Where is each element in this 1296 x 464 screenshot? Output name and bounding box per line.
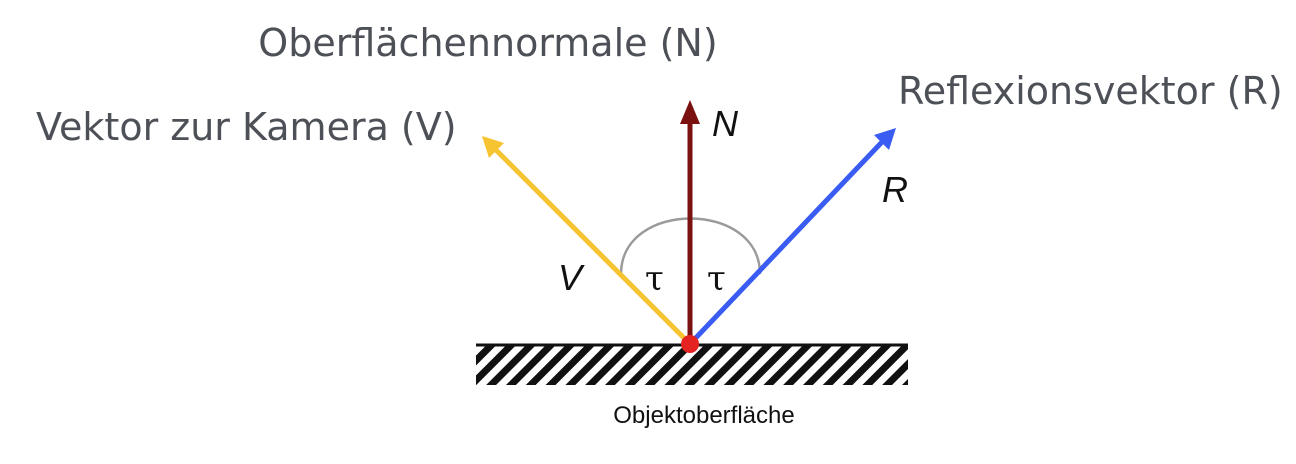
reflection-letter: R xyxy=(882,169,908,210)
reflection-vector xyxy=(687,128,896,347)
surface-label: Objektoberfläche xyxy=(613,402,794,429)
reflection-vector-line xyxy=(687,139,885,347)
normal-vector xyxy=(680,100,700,344)
reflection-vector-arrowhead xyxy=(874,128,896,150)
normal-letter: N xyxy=(712,103,739,144)
angle-right-label: τ xyxy=(707,259,726,299)
camera-title: Vektor zur Kamera (V) xyxy=(36,105,457,149)
normal-vector-arrowhead xyxy=(680,100,700,124)
contact-point xyxy=(681,335,699,353)
camera-letter: V xyxy=(558,257,585,298)
camera-vector xyxy=(482,136,693,347)
camera-vector-line xyxy=(493,147,693,347)
normal-title: Oberflächennormale (N) xyxy=(258,21,717,65)
reflection-title: Reflexionsvektor (R) xyxy=(898,69,1283,113)
angle-left-label: τ xyxy=(645,259,664,299)
camera-vector-arrowhead xyxy=(482,136,504,158)
